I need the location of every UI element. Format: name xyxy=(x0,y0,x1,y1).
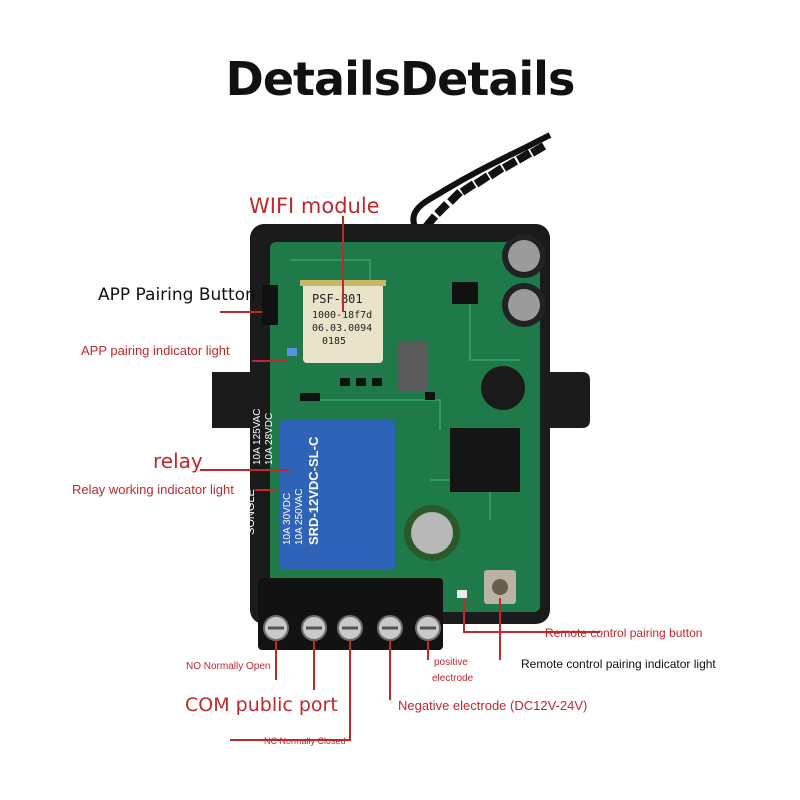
module-line1: PSF-B01 xyxy=(312,292,363,306)
label-relay: relay xyxy=(153,449,203,473)
label-nc-port: NC Normally Closed xyxy=(264,736,346,746)
relay-rating-dc2: 10A 28VDC xyxy=(264,413,275,465)
label-no-port: NO Normally Open xyxy=(186,661,271,672)
label-negative: Negative electrode (DC12V-24V) xyxy=(398,698,588,713)
regulator-chip xyxy=(450,428,520,492)
label-relay-light: Relay working indicator light xyxy=(72,482,234,497)
capacitors-top xyxy=(502,234,546,327)
relay-rating-dc: 10A 30VDC xyxy=(282,493,293,545)
relay-rating-ac2: 10A 125VAC xyxy=(252,408,263,465)
leader-lines xyxy=(200,216,600,741)
label-positive: positive xyxy=(434,657,468,668)
remote-led-part xyxy=(457,590,467,598)
label-remote-light: Remote control pairing indicator light xyxy=(521,657,716,671)
inductor xyxy=(481,366,525,410)
label-com-port: COM public port xyxy=(185,694,338,716)
relay-model: SRD-12VDC-SL-C xyxy=(306,436,321,545)
relay-rating-ac: 10A 250VAC xyxy=(294,488,305,545)
label-app-pairing-light: APP pairing indicator light xyxy=(81,343,230,358)
label-app-pairing-button: APP Pairing Button xyxy=(98,285,256,305)
capacitor-bottom xyxy=(404,505,460,561)
label-wifi-module: WIFI module xyxy=(249,194,380,218)
ic-chip xyxy=(452,282,478,304)
crystal xyxy=(398,342,428,392)
app-button-part xyxy=(262,285,278,325)
antenna-coil xyxy=(410,132,552,237)
module-line2: 1000-18f7d xyxy=(312,310,372,321)
resistors xyxy=(300,378,435,401)
label-electrode: electrode xyxy=(432,673,474,684)
module-line4: 0185 xyxy=(322,336,346,347)
app-led-part xyxy=(287,348,297,356)
module-line3: 06.03.0094 xyxy=(312,323,372,334)
relay-brand: SONGLE xyxy=(245,489,257,535)
label-remote-button: Remote control pairing button xyxy=(545,626,703,640)
relay: SRD-12VDC-SL-C 10A 250VAC 10A 30VDC 10A … xyxy=(229,408,395,570)
remote-pairing-button-part xyxy=(484,570,516,604)
terminal-block xyxy=(258,578,443,650)
relay-pins: 5 xyxy=(229,429,241,435)
page-title: DetailsDetails xyxy=(225,52,576,106)
